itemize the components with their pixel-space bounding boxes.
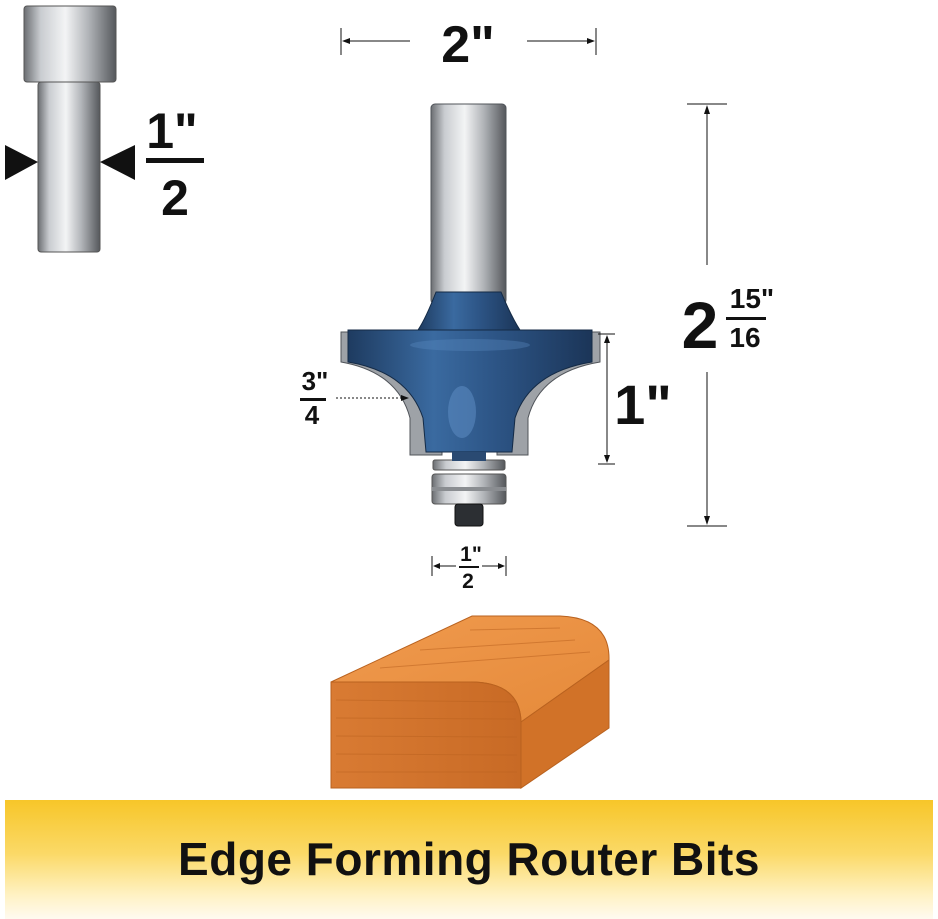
router-bit: [340, 103, 601, 527]
banner-title: Edge Forming Router Bits: [178, 832, 760, 885]
bearing-denominator: 2: [462, 570, 474, 593]
cutting-length-label: 1": [614, 373, 672, 436]
shank-inset: 1" 2: [5, 5, 204, 253]
overall-length-whole: 2: [682, 288, 719, 362]
radius-numerator: 3": [302, 366, 329, 396]
overall-length-numerator: 15": [730, 283, 774, 314]
shank-fraction-bar: [146, 158, 204, 163]
radius-dimension: 3" 4: [300, 366, 409, 430]
category-banner: Edge Forming Router Bits: [5, 800, 933, 919]
shank-denominator: 2: [161, 170, 189, 226]
wood-profile-sample: [330, 615, 610, 789]
radius-denominator: 4: [305, 400, 320, 430]
router-bit-diagram-svg: 1" 2 2": [5, 5, 774, 789]
bit-shank: [430, 103, 507, 305]
cutting-length-dimension: 1": [598, 333, 672, 465]
overall-length-denominator: 16: [729, 322, 760, 353]
bearing-numerator: 1": [460, 543, 482, 566]
right-arrow-icon: [100, 145, 135, 180]
diameter-label: 2": [441, 16, 495, 74]
overall-length-dimension: 2 15" 16: [682, 103, 774, 527]
shank-numerator: 1": [146, 103, 198, 159]
bearing-dimension: 1" 2: [431, 543, 507, 593]
diameter-dimension: 2": [340, 16, 597, 74]
left-arrow-icon: [5, 145, 38, 180]
